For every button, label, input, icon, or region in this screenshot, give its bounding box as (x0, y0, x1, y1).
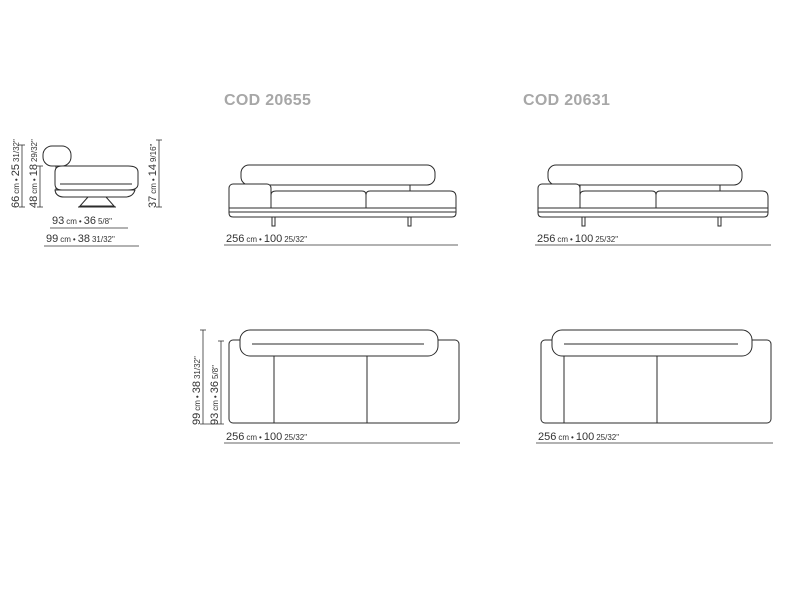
title-cod-20631: COD 20631 (523, 92, 611, 109)
dim-depth-total-top: 99cm•3831/32" (191, 356, 203, 425)
title-cod-20655: COD 20655 (224, 92, 312, 109)
dim-depth-seat-top: 93cm•365/8" (209, 365, 221, 425)
top-view-cod-20655 (228, 329, 460, 424)
dim-height-arm: 48cm•1829/32" (28, 139, 40, 208)
front-view-cod-20631 (537, 164, 769, 227)
front-view-cod-20655 (228, 164, 457, 227)
dim-height-seat: 37cm•149/16" (147, 143, 159, 208)
dim-height-back: 66cm•2531/32" (10, 139, 22, 208)
side-view-sofa (42, 145, 139, 208)
top-view-cod-20631 (540, 329, 772, 424)
